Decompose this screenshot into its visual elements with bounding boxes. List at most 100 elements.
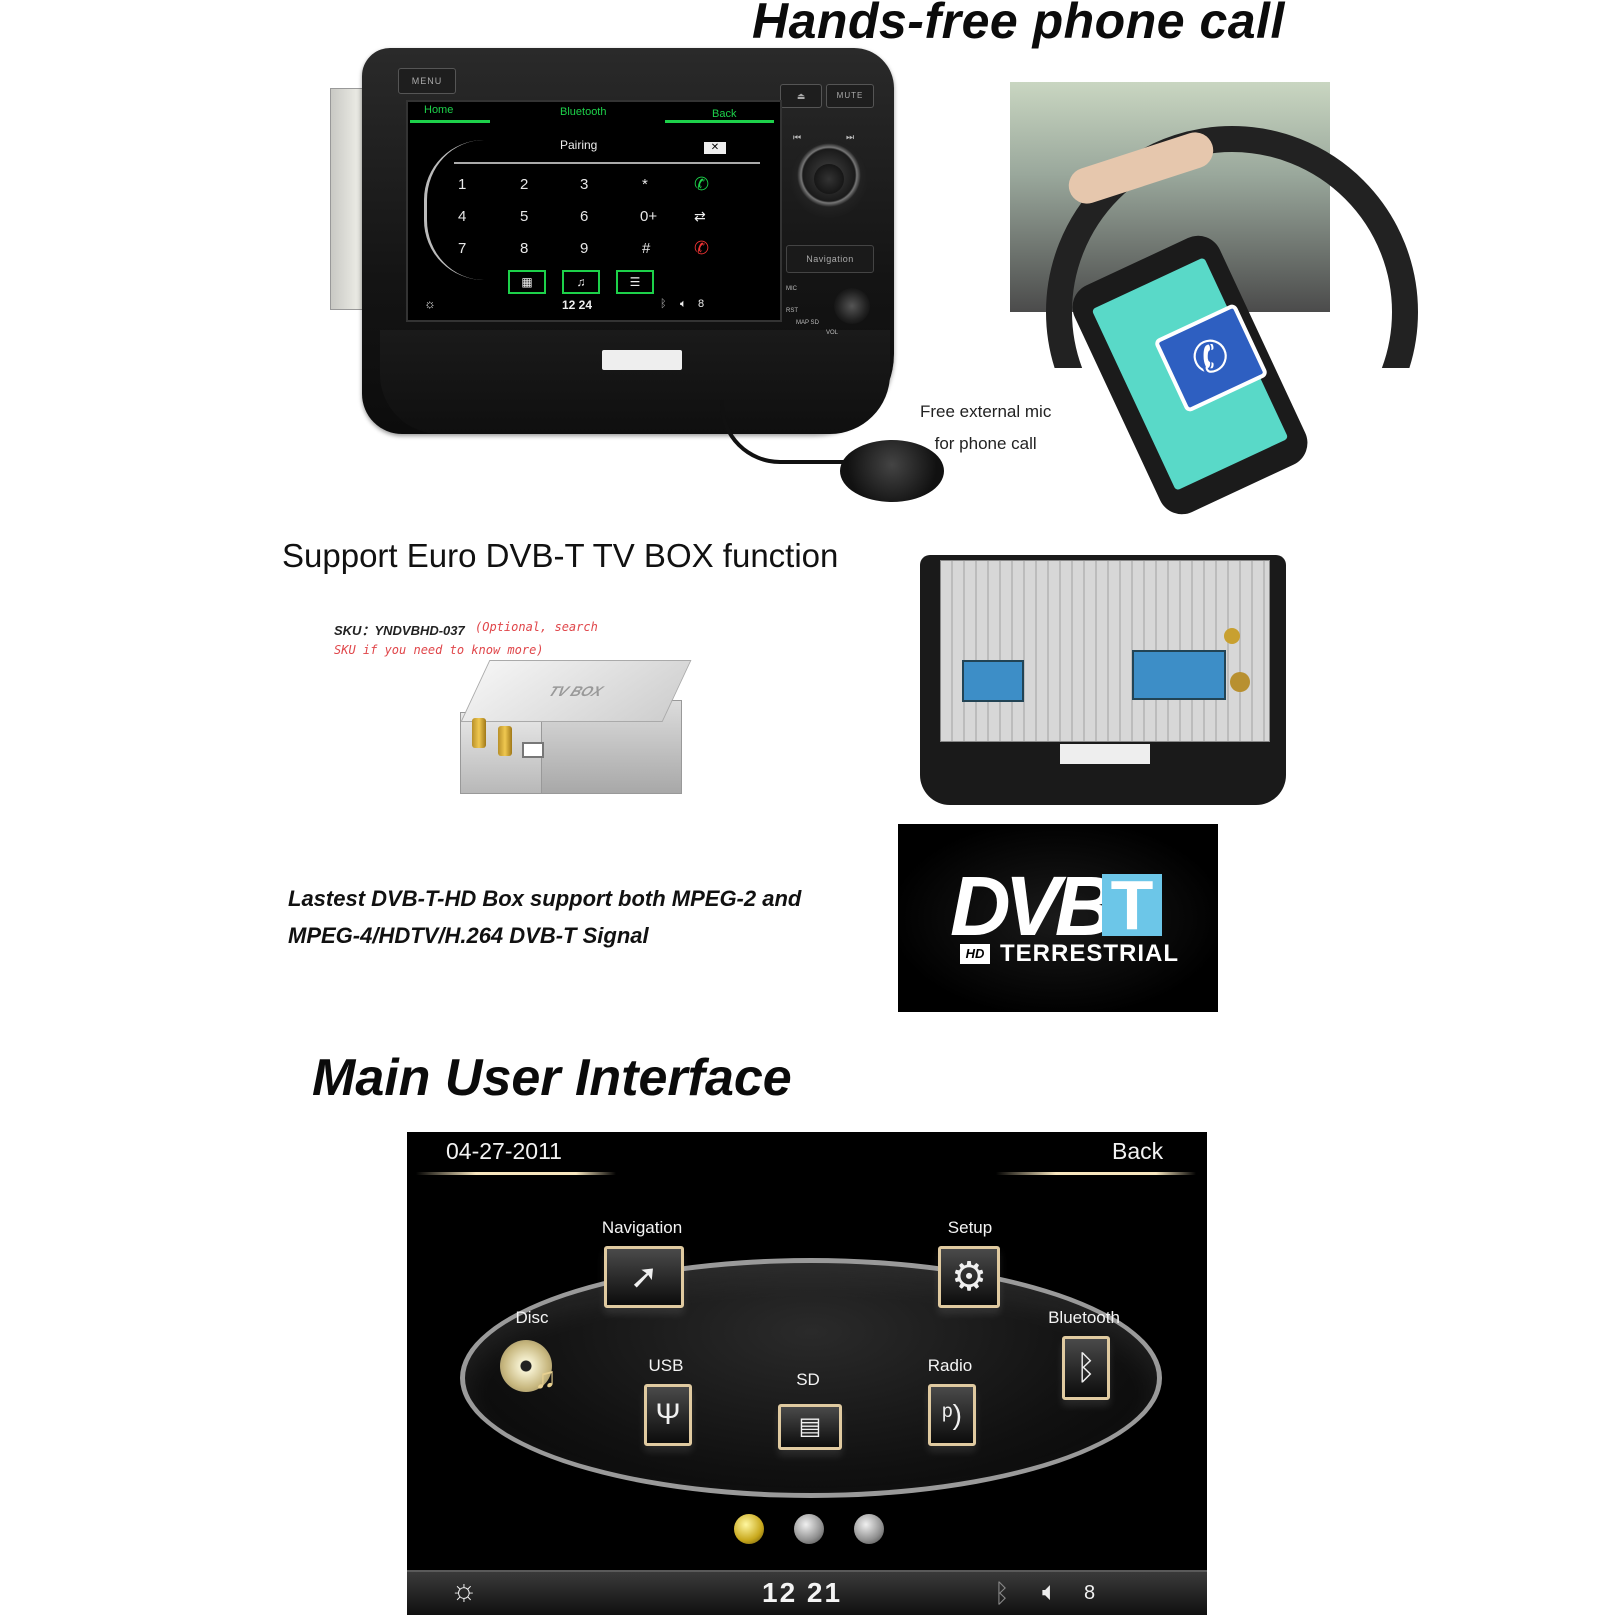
tab-bluetooth[interactable]: Bluetooth: [560, 106, 607, 118]
disc-music-icon[interactable]: [500, 1340, 552, 1392]
key-8[interactable]: 8: [520, 240, 529, 257]
key-9[interactable]: 9: [580, 240, 589, 257]
hd-badge: HD: [960, 944, 990, 964]
usb-icon[interactable]: Ψ: [644, 1384, 692, 1446]
page-dot-3[interactable]: [854, 1514, 884, 1544]
dvb-description-line1: Lastest DVB-T-HD Box support both MPEG-2…: [288, 886, 802, 911]
app-label-navigation: Navigation: [601, 1218, 683, 1237]
key-2[interactable]: 2: [520, 176, 529, 193]
knob-call-button[interactable]: [814, 164, 844, 194]
av-connector: [1132, 650, 1226, 700]
gps-connector: [1224, 628, 1240, 644]
key-3[interactable]: 3: [580, 176, 589, 193]
dial-pad-icon[interactable]: ▦: [508, 270, 546, 294]
tab-back[interactable]: Back: [712, 108, 737, 120]
screen-arc: [424, 140, 487, 280]
mute-button[interactable]: MUTE: [826, 84, 874, 108]
head-unit-time: 12 24: [562, 298, 593, 312]
mic-caption: Free external mic for phone call: [920, 396, 1051, 460]
header-line-right: [996, 1172, 1196, 1175]
app-label-disc: Disc: [515, 1308, 549, 1327]
menu-button[interactable]: MENU: [398, 68, 456, 94]
radio-antenna-connector: [1230, 672, 1250, 692]
tv-box-top: TV BOX: [460, 660, 692, 722]
music-note-icon: ♫: [534, 1362, 557, 1395]
title-dvb-support: Support Euro DVB-T TV BOX function: [282, 537, 839, 574]
vol-label: VOL: [826, 330, 839, 336]
rst-label: RST: [786, 308, 798, 314]
key-7[interactable]: 7: [458, 240, 467, 257]
pairing-title: Pairing: [560, 138, 598, 152]
tab-underline: [410, 120, 774, 123]
sd-card-icon[interactable]: ▤: [778, 1404, 842, 1450]
bluetooth-icon: ᛒ: [660, 298, 667, 310]
main-ui-date: 04-27-2011: [446, 1138, 562, 1164]
tab-home[interactable]: Home: [424, 104, 454, 116]
title-main-user-interface: Main User Interface: [312, 1049, 792, 1107]
eject-button[interactable]: ⏏: [780, 84, 822, 108]
main-ui-time: 12 21: [762, 1577, 843, 1608]
head-unit-screen: [406, 100, 782, 322]
navigation-button[interactable]: Navigation: [786, 245, 874, 273]
brightness-icon[interactable]: ☼: [424, 296, 436, 311]
title-handsfree: Hands-free phone call: [752, 0, 1285, 49]
navigation-icon[interactable]: ➚: [604, 1246, 684, 1308]
hang-up-icon[interactable]: ✆: [694, 238, 710, 258]
app-label-radio: Radio: [927, 1356, 973, 1375]
main-ui-back-button[interactable]: Back: [1112, 1138, 1164, 1164]
header-line-left: [416, 1172, 616, 1175]
page-dot-2[interactable]: [794, 1514, 824, 1544]
gear-icon[interactable]: ⚙: [938, 1246, 1000, 1308]
bluetooth-icon[interactable]: ᛒ: [1062, 1336, 1110, 1400]
prev-track-icon: ⏮: [793, 132, 802, 142]
eject-icon: ⏏: [796, 91, 806, 101]
key-1[interactable]: 1: [458, 176, 467, 193]
app-label-bluetooth: Bluetooth: [1048, 1308, 1120, 1327]
dvb-logo-letters: DVB: [950, 859, 1115, 953]
main-ui-status-bar: [407, 1570, 1207, 1615]
bluetooth-status-icon: ᛒ: [994, 1578, 1010, 1608]
radio-icon[interactable]: ᵖ): [928, 1384, 976, 1446]
main-ui-volume: 8: [1084, 1582, 1096, 1604]
backspace-icon[interactable]: ✕: [704, 142, 726, 154]
music-icon[interactable]: ♫: [562, 270, 600, 294]
key-4[interactable]: 4: [458, 208, 467, 225]
key-star[interactable]: *: [642, 176, 648, 193]
sku-note-line2: SKU if you need to know more): [334, 643, 544, 657]
speaker-icon: 🔈︎: [680, 298, 687, 310]
sku-label: SKU：YNDVBHD-037: [334, 623, 465, 638]
app-label-usb: USB: [648, 1356, 684, 1375]
contacts-icon[interactable]: ☰: [616, 270, 654, 294]
key-6[interactable]: 6: [580, 208, 589, 225]
mic-cable: [720, 400, 864, 464]
dvb-t-logo: [898, 824, 1218, 1012]
app-carousel-ellipse: [460, 1258, 1162, 1498]
sku-note-line1: (Optional, search: [475, 620, 598, 634]
dvb-logo-t: T: [1102, 870, 1162, 940]
head-unit-volume: 8: [698, 298, 705, 310]
antenna-connector-icon: [498, 726, 512, 756]
antenna-connector-icon: [472, 718, 486, 748]
key-5[interactable]: 5: [520, 208, 529, 225]
usb-port: [522, 742, 544, 758]
pairing-field[interactable]: [454, 134, 760, 164]
mic-caption-line1: Free external mic: [920, 402, 1052, 421]
phone-transfer-icon[interactable]: ⇄: [694, 208, 706, 224]
external-mic: [840, 440, 944, 502]
mic-caption-line2: for phone call: [934, 434, 1037, 453]
dvb-description: Lastest DVB-T-HD Box support both MPEG-2…: [288, 880, 801, 954]
mic-label: MIC: [786, 286, 797, 292]
call-icon[interactable]: ✆: [694, 174, 710, 194]
key-hash[interactable]: #: [642, 240, 651, 257]
key-0-plus[interactable]: 0+: [640, 208, 658, 225]
volume-knob[interactable]: [834, 288, 870, 324]
app-label-setup: Setup: [947, 1218, 993, 1237]
head-unit-slot: [602, 350, 682, 370]
brightness-icon[interactable]: ☼: [450, 1574, 478, 1607]
app-label-sd: SD: [796, 1370, 820, 1389]
speaker-icon[interactable]: 🔈︎: [1042, 1576, 1058, 1606]
dvb-terrestrial: TERRESTRIAL: [1000, 940, 1179, 967]
map-sd-label: MAP SD: [796, 320, 819, 326]
dvb-description-line2: MPEG-4/HDTV/H.264 DVB-T Signal: [288, 923, 649, 948]
page-dot-1[interactable]: [734, 1514, 764, 1544]
